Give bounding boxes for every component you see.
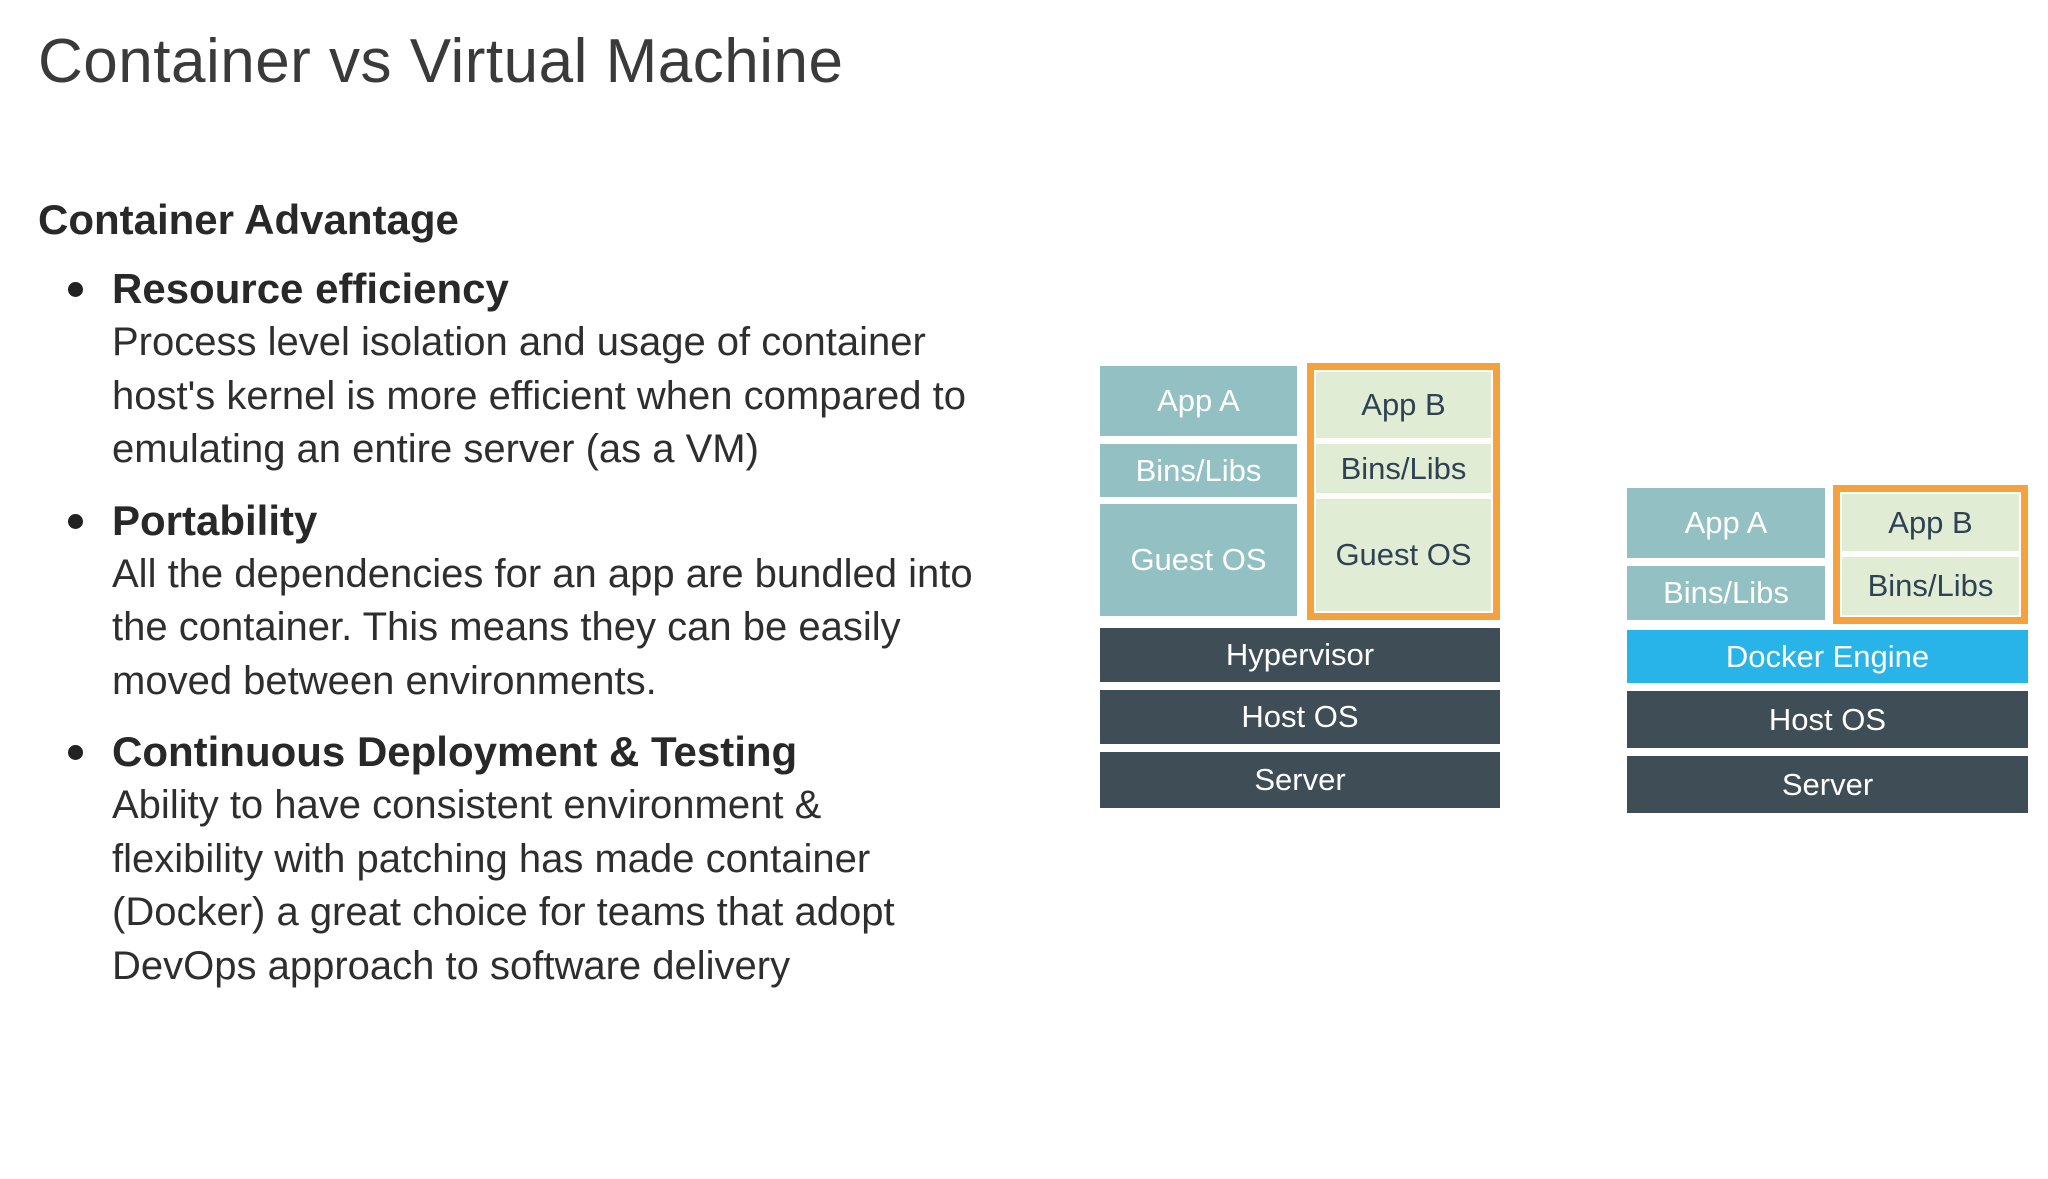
vm-box-bins-libs-b: Bins/Libs xyxy=(1316,444,1491,493)
bullet-marker xyxy=(38,725,112,760)
container-layer-server: Server xyxy=(1627,756,2028,813)
vm-box-guest-os-a: Guest OS xyxy=(1100,504,1297,616)
bullet-content: Portability All the dependencies for an … xyxy=(112,494,1098,709)
container-box-app-b: App B xyxy=(1842,494,2019,551)
vm-box-app-a: App A xyxy=(1100,366,1297,436)
bullet-dot-icon xyxy=(67,282,83,297)
container-layer-docker-engine: Docker Engine xyxy=(1627,630,2028,683)
bullet-body-line: emulating an entire server (as a VM) xyxy=(112,427,759,471)
bullet-body-line: moved between environments. xyxy=(112,658,657,703)
page-title: Container vs Virtual Machine xyxy=(38,27,844,96)
bullet-body-line: DevOps approach to software delivery xyxy=(112,943,791,988)
vm-box-guest-os-b: Guest OS xyxy=(1316,499,1491,611)
content-area: Container Advantage Resource efficiency … xyxy=(38,196,1098,1010)
bullet-body-line: Process level isolation and usage of con… xyxy=(112,320,926,364)
container-stack-app-b-highlighted: App B Bins/Libs xyxy=(1833,485,2028,624)
vm-layer-hypervisor: Hypervisor xyxy=(1100,628,1500,682)
vm-app-columns: App A Bins/Libs Guest OS App B Bins/Libs… xyxy=(1100,363,1500,623)
container-stack-app-a: App A Bins/Libs xyxy=(1627,488,1825,624)
bullet-item-portability: Portability All the dependencies for an … xyxy=(38,494,1098,709)
bullet-content: Continuous Deployment & Testing Ability … xyxy=(112,725,1098,993)
bullet-marker xyxy=(38,494,112,529)
bullet-body-line: All the dependencies for an app are bund… xyxy=(112,551,973,596)
bullet-title: Continuous Deployment & Testing xyxy=(112,728,798,775)
container-app-columns: App A Bins/Libs App B Bins/Libs xyxy=(1627,485,2028,624)
container-box-bins-libs-a: Bins/Libs xyxy=(1627,566,1825,620)
bullet-title: Resource efficiency xyxy=(112,265,509,312)
container-layer-host-os: Host OS xyxy=(1627,691,2028,748)
bullet-body-line: host's kernel is more efficient when com… xyxy=(112,373,966,418)
vm-layer-host-os: Host OS xyxy=(1100,690,1500,744)
bullet-body-line: the container. This means they can be ea… xyxy=(112,605,901,649)
container-architecture-diagram: App A Bins/Libs App B Bins/Libs Docker E… xyxy=(1627,485,2028,813)
vm-stack-app-a: App A Bins/Libs Guest OS xyxy=(1100,366,1297,623)
vm-layer-server: Server xyxy=(1100,752,1500,808)
section-heading: Container Advantage xyxy=(38,196,459,243)
vm-box-app-b: App B xyxy=(1316,372,1491,438)
bullet-content: Resource efficiency Process level isolat… xyxy=(112,262,1098,477)
container-box-bins-libs-b: Bins/Libs xyxy=(1842,557,2019,615)
bullet-dot-icon xyxy=(67,745,83,760)
vm-architecture-diagram: App A Bins/Libs Guest OS App B Bins/Libs… xyxy=(1100,363,1500,808)
container-box-app-a: App A xyxy=(1627,488,1825,558)
bullet-body-line: Ability to have consistent environment & xyxy=(112,783,822,827)
bullet-marker xyxy=(38,262,112,297)
bullet-item-continuous-deployment: Continuous Deployment & Testing Ability … xyxy=(38,725,1098,993)
bullet-item-resource-efficiency: Resource efficiency Process level isolat… xyxy=(38,262,1098,477)
bullet-body-line: flexibility with patching has made conta… xyxy=(112,836,871,881)
vm-box-bins-libs-a: Bins/Libs xyxy=(1100,444,1297,497)
bullet-title: Portability xyxy=(112,496,318,544)
vm-stack-app-b-highlighted: App B Bins/Libs Guest OS xyxy=(1307,363,1500,620)
bullet-body-line: (Docker) a great choice for teams that a… xyxy=(112,890,895,934)
bullet-dot-icon xyxy=(67,513,83,529)
